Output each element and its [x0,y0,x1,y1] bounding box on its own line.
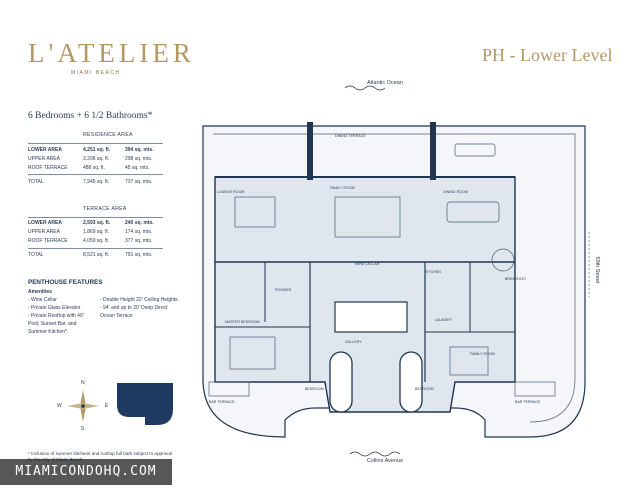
feature-item: Ocean Terrace [100,313,133,319]
compass-n: N [81,380,85,386]
residence-area-row-label: ROOF TERRACE [28,165,68,171]
residence-area-row-sqm: 45 sq. mts. [125,165,150,171]
room-label: KITCHEN [425,270,441,274]
room-label: BAR TERRACE [515,400,541,404]
feature-item: Pool, Sunset Bar, and [28,321,77,327]
features-heading: PENTHOUSE FEATURES [28,279,103,286]
terrace-area-row-label: UPPER AREA [28,229,60,235]
room-label: MASTER BEDROOM [225,320,260,324]
residence-area-row-label: UPPER AREA [28,156,60,162]
terrace-area-row-sqft: 4,059 sq. ft. [83,238,110,244]
room-label: LOUNGE ROOM [217,190,245,194]
amenities-heading: Amenities [28,289,52,295]
compass: N S W E [57,380,108,432]
room-label: BREAKFAST [505,277,527,281]
residence-area-row-sqft: 3,206 sq. ft. [83,156,110,162]
terrace-area-row-sqft: 2,593 sq. ft. [83,220,111,226]
watermark: MIAMICONDOHQ.COM [0,459,172,485]
room-label: WINE CELLAR [355,262,380,266]
bedrooms-summary: 6 Bedrooms + 6 1/2 Bathrooms* [28,111,153,121]
floor-plan: Atlantic Ocean Collins Avenue 69th Stree… [185,80,605,467]
floor-plan-drawing [202,85,590,457]
terrace-total-label: TOTAL [28,252,44,258]
compass-icon [67,390,99,422]
room-label: DINING ROOM [443,190,468,194]
terrace-area-heading: TERRACE AREA [83,206,127,212]
room-label: FAMILY ROOM [330,186,355,190]
room-label: LAUNDRY [435,318,453,322]
collins-avenue-label: Collins Avenue [366,458,404,464]
divider [28,174,163,175]
room-label: BAR TERRACE [209,400,235,404]
terrace-area-row-label: ROOF TERRACE [28,238,68,244]
room-label: BEDROOM [305,387,324,391]
terrace-area-row-label: LOWER AREA [28,220,62,226]
residence-area-row-sqm: 298 sq. mts. [125,156,153,162]
room-label: DINING TERRACE [335,134,366,138]
residence-area-row-label: LOWER AREA [28,147,62,153]
terrace-area-row-sqm: 377 sq. mts. [125,238,153,244]
brand-logo: L'ATELIER [28,38,195,68]
features-right-list: - Double Height 22' Ceiling Heights - 94'… [100,296,180,320]
features-left-list: - Wine Cellar - Private Glass Elevator - P… [28,296,98,336]
room-label: FAMILY ROOM [470,352,495,356]
residence-area-row-sqft: 488 sq. ft. [83,165,105,171]
compass-w: W [57,403,62,409]
terrace-area-row-sqft: 1,869 sq. ft. [83,229,110,235]
feature-item: - 94' and up to 20' Deep Direct [100,305,168,311]
compass-e: E [105,403,109,409]
feature-item: - Wine Cellar [28,297,57,303]
residence-area-row-sqft: 4,251 sq. ft. [83,147,111,153]
divider [28,248,163,249]
feature-item: Summer Kitchen*. [28,329,69,335]
terrace-total-sqm: 791 sq. mts. [125,252,153,258]
feature-item: - Double Height 22' Ceiling Heights [100,297,178,303]
terrace-area-row-sqm: 174 sq. mts. [125,229,153,235]
divider [28,217,163,218]
residence-area-row-sqm: 394 sq. mts. [125,147,154,153]
residence-total-label: TOTAL [28,179,44,185]
room-label: GALLERY [345,340,362,344]
room-label: BEDROOM [415,387,434,391]
room-label: POWDER [275,288,292,292]
terrace-area-row-sqm: 240 sq. mts. [125,220,154,226]
street-label: 69th Street [594,256,600,284]
divider [28,143,163,144]
page-title: PH - Lower Level [482,45,613,65]
residence-total-sqft: 7,945 sq. ft. [83,179,110,185]
feature-item: - Private Glass Elevator [28,305,81,311]
atlantic-ocean-label: Atlantic Ocean [367,80,403,86]
terrace-total-sqft: 8,521 sq. ft. [83,252,110,258]
residence-area-heading: RESIDENCE AREA [83,132,133,138]
feature-item: - Private Rooftop with 40' [28,313,84,319]
key-plan [115,381,175,427]
residence-total-sqm: 737 sq. mts. [125,179,153,185]
compass-s: S [81,426,85,432]
key-plan-shape [117,383,173,425]
brand-location: MIAMI BEACH [71,70,121,76]
